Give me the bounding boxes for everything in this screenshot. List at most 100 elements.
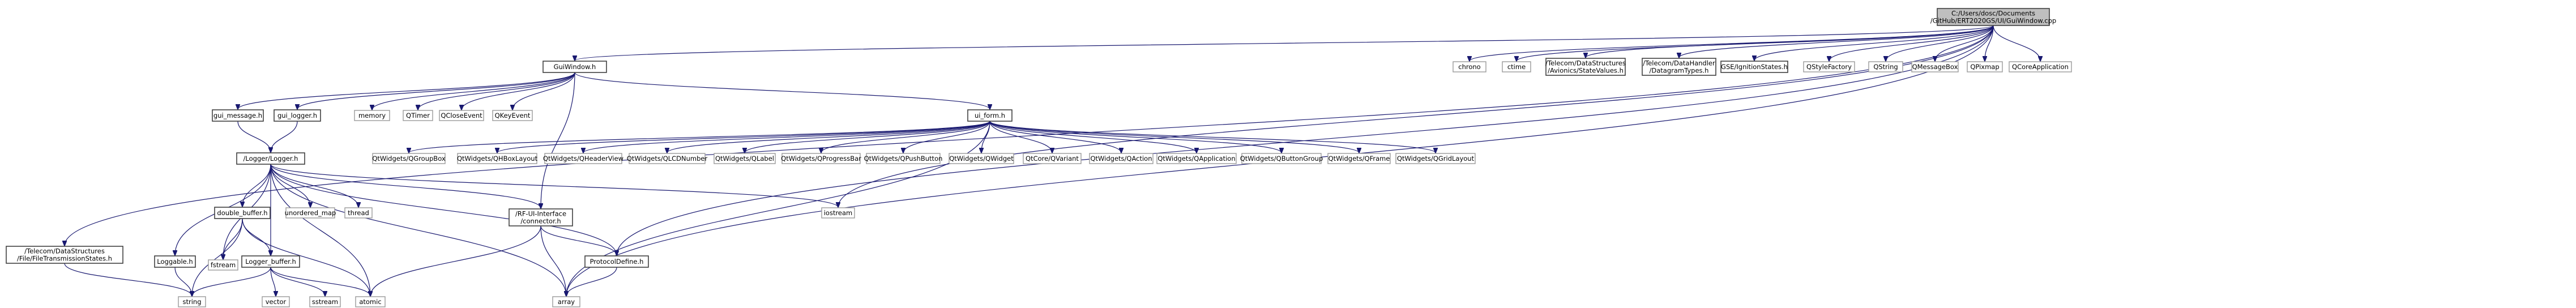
edge-root-to-qcoreapp <box>1993 25 2040 61</box>
node-array[interactable]: array <box>552 296 580 307</box>
node-box-qlcdnumber <box>629 153 706 164</box>
node-label-qbuttongroup-0: QtWidgets/QButtonGroup <box>1240 155 1323 162</box>
node-qapplication[interactable]: QtWidgets/QApplication <box>1156 153 1237 164</box>
node-fstream[interactable]: fstream <box>208 259 238 271</box>
node-box-qstylefactory <box>1803 61 1855 72</box>
edge-uiform-to-qwidget <box>981 121 990 153</box>
node-qmessagebox[interactable]: QMessageBox <box>1911 61 1959 72</box>
node-string[interactable]: string <box>178 296 206 307</box>
node-unorderedmap[interactable]: unordered_map <box>285 207 336 219</box>
node-box-loggable <box>154 255 196 268</box>
node-qlcdnumber[interactable]: QtWidgets/QLCDNumber <box>627 153 708 164</box>
node-uiform[interactable]: ui_form.h <box>967 109 1013 122</box>
node-box-qgridlayout <box>1395 153 1476 164</box>
node-label-string-0: string <box>182 298 201 306</box>
node-vector[interactable]: vector <box>262 296 290 307</box>
node-label-thread-0: thread <box>348 209 369 217</box>
edge-guiwindow-to-rfconnector <box>541 72 575 208</box>
node-box-thread <box>344 207 373 219</box>
edge-loggerbuffer-to-sstream <box>270 267 325 296</box>
edge-uiform-to-qheaderview <box>583 121 990 153</box>
node-statevalues[interactable]: /Telecom/DataStructures/Avionics/StateVa… <box>1545 58 1626 76</box>
node-qtimer[interactable]: QTimer <box>403 110 433 121</box>
node-box-qkeyevent <box>492 110 533 121</box>
node-rfconnector[interactable]: /RF-UI-Interface/connector.h <box>509 208 573 226</box>
edge-guilogger-to-logger <box>271 121 298 152</box>
edge-doublebuffer-to-string <box>192 218 243 296</box>
edge-logger-to-rfconnector <box>270 164 541 208</box>
node-ignition[interactable]: GSE/IgnitionStates.h <box>1720 61 1788 73</box>
node-qcoreapp[interactable]: QCoreApplication <box>2009 61 2072 72</box>
node-label-qmessagebox-0: QMessageBox <box>1912 63 1958 71</box>
node-guimessage[interactable]: gui_message.h <box>212 109 264 122</box>
node-qpushbutton[interactable]: QtWidgets/QPushButton <box>864 153 943 164</box>
node-qpixmap[interactable]: QPixmap <box>1967 61 2003 72</box>
node-label-qaction-0: QtWidgets/QAction <box>1091 155 1152 162</box>
node-box-ctime <box>1502 61 1531 72</box>
node-qgridlayout[interactable]: QtWidgets/QGridLayout <box>1395 153 1476 164</box>
node-protocoldefine[interactable]: ProtocolDefine.h <box>584 255 649 268</box>
node-qcloseevent[interactable]: QCloseEvent <box>439 110 484 121</box>
edge-logger-to-atomic <box>270 164 370 296</box>
node-label-qframe-0: QtWidgets/QFrame <box>1328 155 1390 162</box>
node-box-qwidget <box>949 153 1014 164</box>
node-box-qcloseevent <box>439 110 484 121</box>
node-box-qhboxlayout <box>457 153 537 164</box>
edge-root-to-guiwindow <box>575 25 1994 61</box>
node-guilogger[interactable]: gui_logger.h <box>274 109 321 122</box>
node-datagramtypes[interactable]: /Telecom/DataHandler/DatagramTypes.h <box>1642 58 1716 76</box>
node-box-qgroupbox <box>372 153 446 164</box>
node-qstring[interactable]: QString <box>1868 61 1903 72</box>
node-label-chrono-0: chrono <box>1458 63 1480 71</box>
node-iostream[interactable]: iostream <box>821 207 855 219</box>
node-atomic[interactable]: atomic <box>355 296 386 307</box>
edge-root-to-ignition <box>1754 25 1994 61</box>
node-qvariant[interactable]: QtCore/QVariant <box>1023 153 1082 164</box>
edge-logger-to-doublebuffer <box>242 164 271 207</box>
node-label-fstream-0: fstream <box>211 261 236 269</box>
edge-rfconnector-to-array <box>540 225 566 296</box>
node-label-memory-0: memory <box>358 112 386 119</box>
node-label-qpushbutton-0: QtWidgets/QPushButton <box>864 155 943 162</box>
node-qlabel[interactable]: QtWidgets/QLabel <box>714 153 776 164</box>
node-box-iostream <box>821 207 855 219</box>
node-box-qvariant <box>1023 153 1082 164</box>
node-memory[interactable]: memory <box>354 110 390 121</box>
edge-guiwindow-to-qtimer <box>418 72 575 110</box>
node-qwidget[interactable]: QtWidgets/QWidget <box>949 153 1014 164</box>
node-qprogressbar[interactable]: QtWidgets/QProgressBar <box>781 153 861 164</box>
node-doublebuffer[interactable]: double_buffer.h <box>214 207 271 219</box>
edge-doublebuffer-to-atomic <box>242 218 370 296</box>
edge-logger-to-thread <box>270 164 358 207</box>
node-label-qstring-0: QString <box>1873 63 1898 71</box>
node-label-guimessage-0: gui_message.h <box>213 112 262 119</box>
node-box-qpushbutton <box>866 153 941 164</box>
node-qkeyevent[interactable]: QKeyEvent <box>492 110 533 121</box>
node-box-unorderedmap <box>285 207 335 219</box>
node-chrono[interactable]: chrono <box>1453 61 1486 72</box>
node-box-qheaderview <box>544 153 622 164</box>
node-thread[interactable]: thread <box>344 207 373 219</box>
node-label-datagramtypes-0: /Telecom/DataHandler <box>1643 59 1715 67</box>
node-qframe[interactable]: QtWidgets/QFrame <box>1327 153 1391 164</box>
node-label-iostream-0: iostream <box>824 209 853 217</box>
node-ctime[interactable]: ctime <box>1502 61 1531 72</box>
node-qstylefactory[interactable]: QStyleFactory <box>1803 61 1855 72</box>
node-filetransmission[interactable]: /Telecom/DataStructures/File/FileTransmi… <box>6 246 123 264</box>
node-guiwindow[interactable]: GuiWindow.h <box>542 61 607 73</box>
node-label-logger-0: /Logger/Logger.h <box>243 155 298 162</box>
edge-logger-to-array <box>270 164 566 296</box>
node-loggerbuffer[interactable]: Logger_buffer.h <box>241 255 300 268</box>
node-qbuttongroup[interactable]: QtWidgets/QButtonGroup <box>1240 153 1323 164</box>
node-sstream[interactable]: sstream <box>309 296 341 307</box>
node-label-uiform-0: ui_form.h <box>975 112 1005 119</box>
node-root[interactable]: C:/Users/dosc/Documents/GitHub/ERT2020GS… <box>1930 8 2056 26</box>
node-qaction[interactable]: QtWidgets/QAction <box>1089 153 1154 164</box>
edge-guiwindow-to-guimessage <box>238 72 575 109</box>
node-qhboxlayout[interactable]: QtWidgets/QHBoxLayout <box>457 153 538 164</box>
node-qheaderview[interactable]: QtWidgets/QHeaderView <box>543 153 623 164</box>
node-loggable[interactable]: Loggable.h <box>154 255 196 268</box>
node-qgroupbox[interactable]: QtWidgets/QGroupBox <box>372 153 446 164</box>
edge-guimessage-to-logger <box>237 121 271 152</box>
node-logger[interactable]: /Logger/Logger.h <box>236 152 305 165</box>
